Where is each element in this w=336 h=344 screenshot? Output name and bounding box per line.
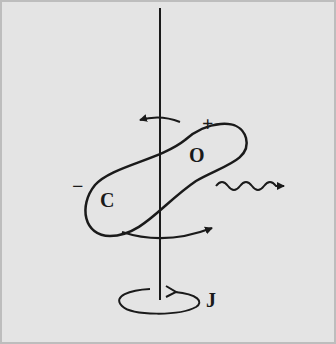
angular-momentum-arrowhead <box>166 286 176 297</box>
charge-sign: − <box>72 176 83 196</box>
angular-momentum-loop <box>119 289 199 314</box>
momentum-symbol: J <box>206 290 216 310</box>
radiation-wave <box>216 182 284 190</box>
molecule-outline <box>85 124 246 236</box>
rotation-arrow <box>140 117 180 122</box>
rotation-arrow <box>122 228 212 238</box>
atom-symbol: O <box>189 145 205 165</box>
atom-symbol: C <box>100 190 114 210</box>
charge-sign: + <box>202 114 213 134</box>
